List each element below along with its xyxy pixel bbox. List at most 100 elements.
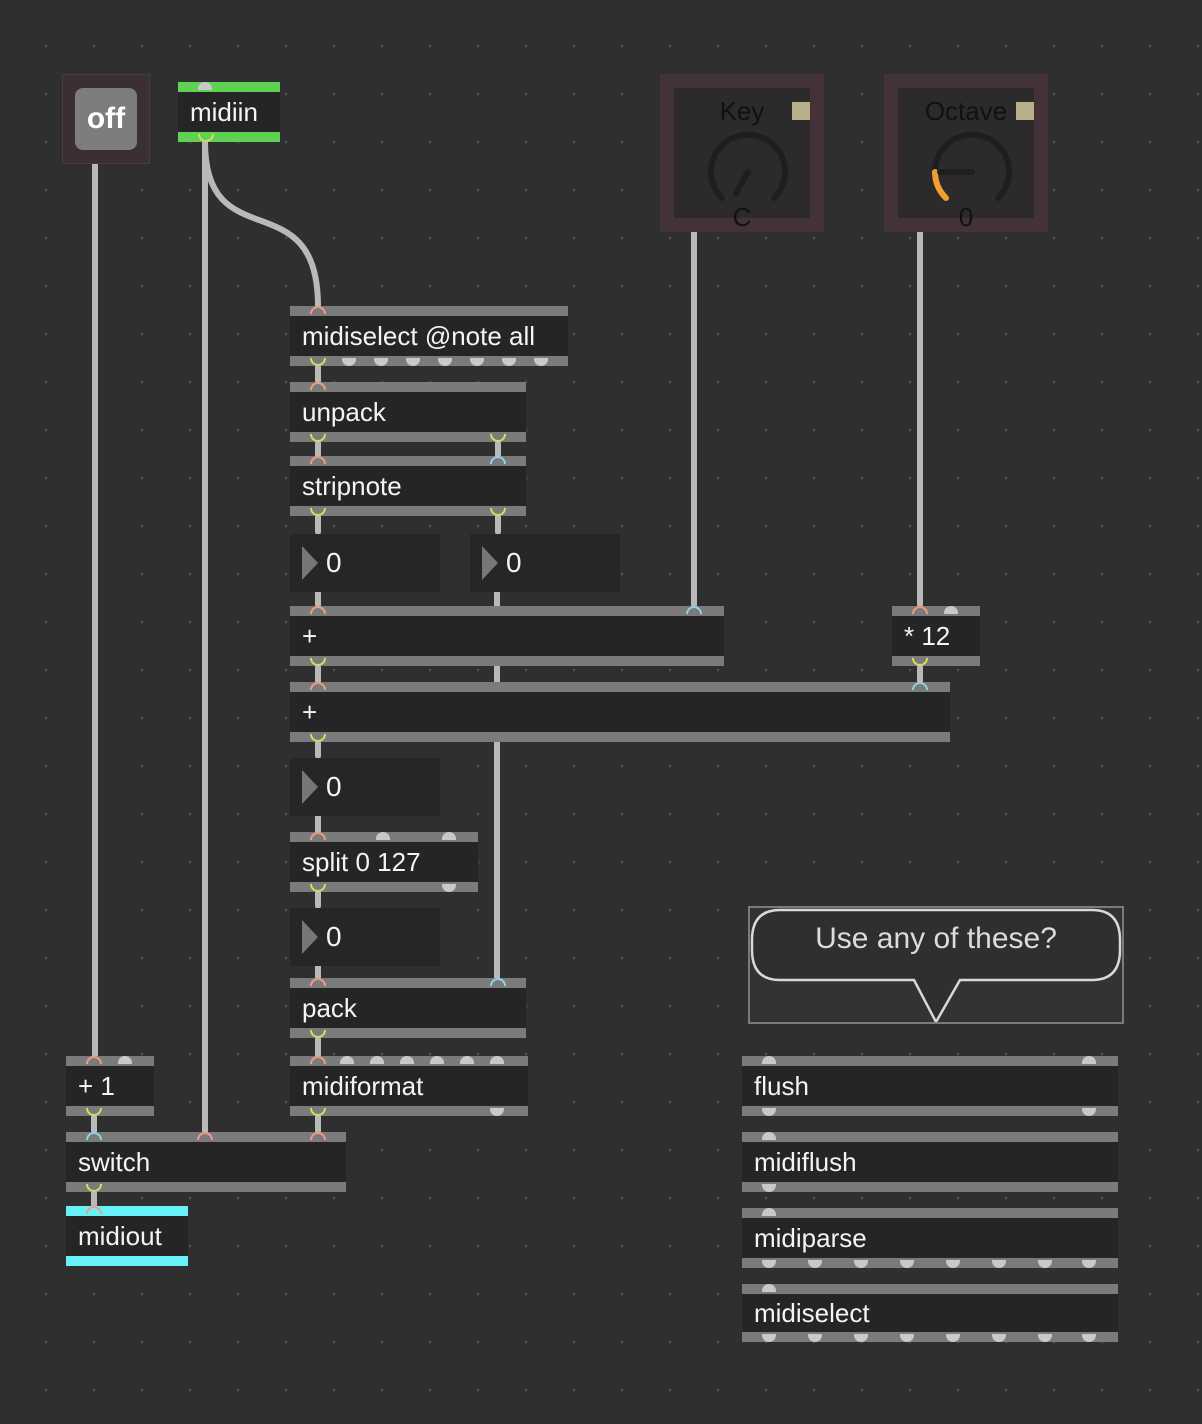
- midiparse-outlet-6[interactable]: [992, 1260, 1006, 1268]
- flush-inlet-left[interactable]: [762, 1056, 776, 1064]
- add-key-object[interactable]: +: [290, 606, 724, 666]
- midiformat-object[interactable]: midiformat: [290, 1056, 528, 1116]
- midiparse-outlet-8[interactable]: [1082, 1260, 1096, 1268]
- times-12-inlet-left[interactable]: [912, 606, 928, 614]
- midiselect-inlet[interactable]: [762, 1284, 776, 1292]
- midiselect-outlet-5[interactable]: [946, 1334, 960, 1342]
- midiselect-outlet-3[interactable]: [854, 1334, 868, 1342]
- flush-inlet-right[interactable]: [1082, 1056, 1096, 1064]
- velocity-number-box[interactable]: 0: [470, 534, 620, 592]
- midiparse-outlet-7[interactable]: [1038, 1260, 1052, 1268]
- times-12-outlet[interactable]: [912, 658, 928, 666]
- midiselect-note-inlet[interactable]: [310, 306, 326, 314]
- key-dial[interactable]: Key C: [660, 74, 824, 232]
- midiselect-note-outlet-6[interactable]: [470, 358, 484, 366]
- switch-inlet-control[interactable]: [86, 1132, 102, 1140]
- unpack-outlet-right[interactable]: [490, 434, 506, 442]
- split-inlet-1[interactable]: [310, 832, 326, 840]
- midiformat-inlet-3[interactable]: [370, 1056, 384, 1064]
- midiselect-outlet-1[interactable]: [762, 1334, 776, 1342]
- add-key-inlet-left[interactable]: [310, 606, 326, 614]
- switch-object[interactable]: switch: [66, 1132, 346, 1192]
- midiout-inlet[interactable]: [86, 1206, 102, 1214]
- midiformat-inlet-4[interactable]: [400, 1056, 414, 1064]
- midiparse-outlet-3[interactable]: [854, 1260, 868, 1268]
- midiflush-object[interactable]: midiflush: [742, 1132, 1118, 1192]
- switch-outlet[interactable]: [86, 1184, 102, 1192]
- octave-dial[interactable]: Octave 0: [884, 74, 1048, 232]
- pack-inlet-right[interactable]: [490, 978, 506, 986]
- clipped-number-box[interactable]: 0: [290, 908, 440, 966]
- switch-inlet-2[interactable]: [310, 1132, 326, 1140]
- add-key-inlet-right[interactable]: [686, 606, 702, 614]
- add-octave-inlet-left[interactable]: [310, 682, 326, 690]
- add-key-outlet[interactable]: [310, 658, 326, 666]
- midiselect-note-outlet-7[interactable]: [502, 358, 516, 366]
- plus-1-inlet-right[interactable]: [118, 1056, 132, 1064]
- midiselect-outlet-6[interactable]: [992, 1334, 1006, 1342]
- midiformat-inlet-7[interactable]: [490, 1056, 504, 1064]
- midiout-object[interactable]: midiout: [66, 1206, 188, 1266]
- midiflush-outlet[interactable]: [762, 1184, 776, 1192]
- unpack-inlet[interactable]: [310, 382, 326, 390]
- unpack-outlet-left[interactable]: [310, 434, 326, 442]
- midiparse-outlet-2[interactable]: [808, 1260, 822, 1268]
- add-octave-object[interactable]: +: [290, 682, 950, 742]
- midiformat-inlet-5[interactable]: [430, 1056, 444, 1064]
- midiformat-outlet-left[interactable]: [310, 1108, 326, 1116]
- switch-inlet-1[interactable]: [197, 1132, 213, 1140]
- midiin-object[interactable]: midiin: [178, 82, 280, 142]
- midiselect-outlet-2[interactable]: [808, 1334, 822, 1342]
- midiin-outlet[interactable]: [198, 134, 214, 142]
- midiselect-note-object[interactable]: midiselect @note all: [290, 306, 568, 366]
- add-octave-inlet-right[interactable]: [912, 682, 928, 690]
- midiflush-inlet[interactable]: [762, 1132, 776, 1140]
- midiparse-inlet[interactable]: [762, 1208, 776, 1216]
- flush-outlet-left[interactable]: [762, 1108, 776, 1116]
- add-octave-outlet[interactable]: [310, 734, 326, 742]
- transposed-number-box[interactable]: 0: [290, 758, 440, 816]
- stripnote-inlet-right[interactable]: [490, 456, 506, 464]
- split-outlet-left[interactable]: [310, 884, 326, 892]
- midiselect-note-outlet-3[interactable]: [374, 358, 388, 366]
- pack-inlet-left[interactable]: [310, 978, 326, 986]
- times-12-object[interactable]: * 12: [892, 606, 980, 666]
- midiparse-outlet-4[interactable]: [900, 1260, 914, 1268]
- midiformat-inlet-2[interactable]: [340, 1056, 354, 1064]
- plus-1-object[interactable]: + 1: [66, 1056, 154, 1116]
- midiparse-object[interactable]: midiparse: [742, 1208, 1118, 1268]
- split-inlet-3[interactable]: [442, 832, 456, 840]
- stripnote-outlet-left[interactable]: [310, 508, 326, 516]
- midiparse-outlet-5[interactable]: [946, 1260, 960, 1268]
- midiselect-note-outlet-8[interactable]: [534, 358, 548, 366]
- midiselect-note-outlet-2[interactable]: [342, 358, 356, 366]
- comment-bubble[interactable]: Use any of these?: [748, 906, 1124, 1024]
- midiselect-outlet-4[interactable]: [900, 1334, 914, 1342]
- midiselect-note-outlet-1[interactable]: [310, 358, 326, 366]
- midiformat-inlet-1[interactable]: [310, 1056, 326, 1064]
- times-12-inlet-right[interactable]: [944, 606, 958, 614]
- midiselect-object[interactable]: midiselect: [742, 1284, 1118, 1342]
- plus-1-outlet[interactable]: [86, 1108, 102, 1116]
- midiformat-outlet-right[interactable]: [490, 1108, 504, 1116]
- split-object[interactable]: split 0 127: [290, 832, 478, 892]
- unpack-object[interactable]: unpack: [290, 382, 526, 442]
- pitch-number-box[interactable]: 0: [290, 534, 440, 592]
- toggle-button[interactable]: off: [75, 88, 137, 150]
- pack-object[interactable]: pack: [290, 978, 526, 1038]
- midiselect-note-outlet-4[interactable]: [406, 358, 420, 366]
- midiparse-outlet-1[interactable]: [762, 1260, 776, 1268]
- split-outlet-right[interactable]: [442, 884, 456, 892]
- plus-1-inlet-left[interactable]: [86, 1056, 102, 1064]
- midiselect-outlet-8[interactable]: [1082, 1334, 1096, 1342]
- flush-object[interactable]: flush: [742, 1056, 1118, 1116]
- stripnote-object[interactable]: stripnote: [290, 456, 526, 516]
- pack-outlet[interactable]: [310, 1030, 326, 1038]
- midiselect-outlet-7[interactable]: [1038, 1334, 1052, 1342]
- midiselect-note-outlet-5[interactable]: [438, 358, 452, 366]
- flush-outlet-right[interactable]: [1082, 1108, 1096, 1116]
- stripnote-inlet-left[interactable]: [310, 456, 326, 464]
- split-inlet-2[interactable]: [376, 832, 390, 840]
- stripnote-outlet-right[interactable]: [490, 508, 506, 516]
- midiin-inlet[interactable]: [198, 82, 212, 90]
